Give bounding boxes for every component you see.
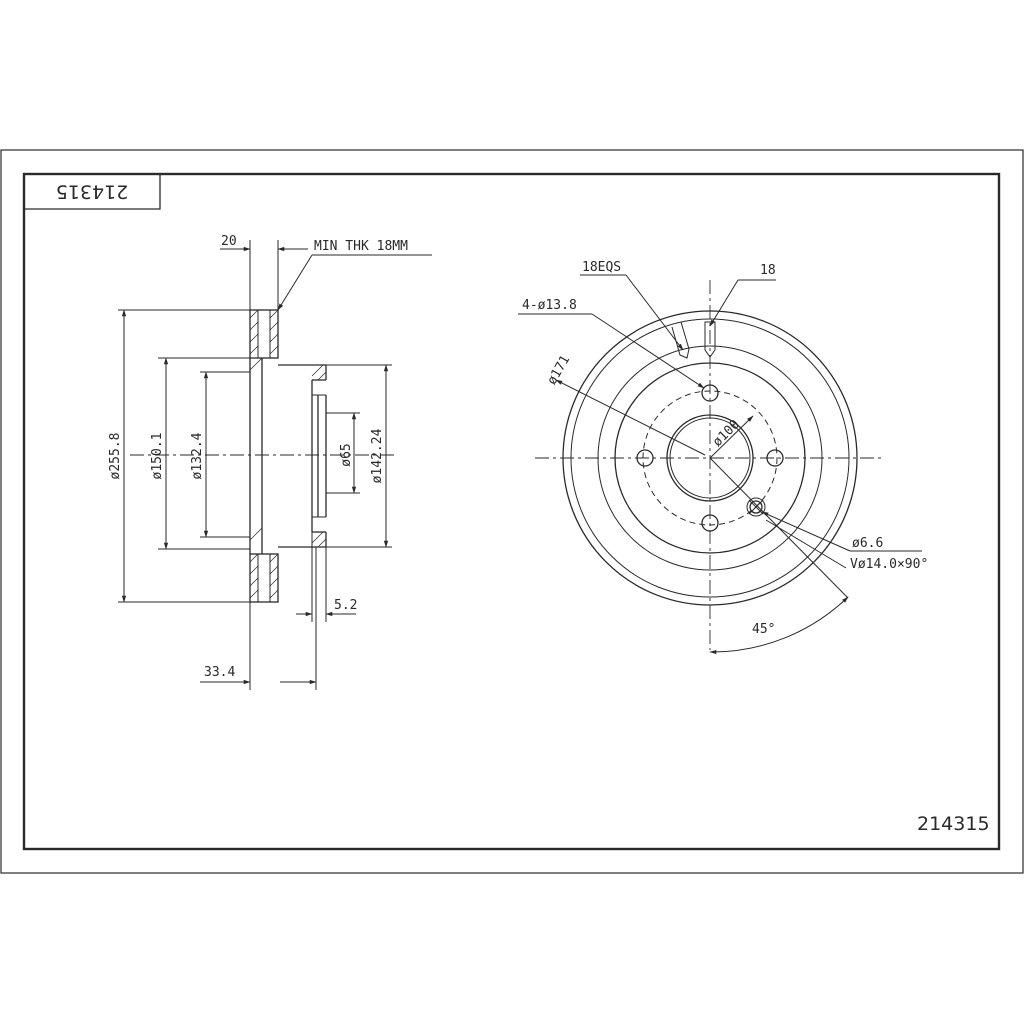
note-bolt-holes: 4-ø13.8 [518, 298, 705, 389]
dim-33-4-label: 33.4 [204, 665, 235, 680]
label-countersink: Vø14.0×90° [850, 557, 928, 572]
min-thk-label: MIN THK 18MM [314, 239, 408, 254]
dim-65-label: ø65 [339, 443, 354, 466]
dim-20-label: 20 [221, 234, 237, 249]
min-thickness-note: MIN THK 18MM [277, 239, 432, 311]
rotor-inner-ring [597, 345, 823, 571]
inner-frame [22, 172, 1001, 851]
dim-142-label: ø142.24 [370, 428, 385, 483]
pitch-circle-dashed [642, 390, 778, 526]
dim-overall-height: 33.4 [200, 547, 317, 690]
label-18eqs: 18EQS [582, 260, 621, 275]
bolt-hole-top [701, 384, 719, 402]
dim-hat-diameter: ø142.24 [326, 364, 392, 548]
dim-255-label: ø255.8 [108, 433, 123, 480]
title-block-top: 214315 [24, 174, 161, 210]
label-18: 18 [760, 263, 776, 278]
bolt-hole-left [636, 449, 654, 467]
center-bore-circle [666, 414, 754, 502]
dim-center-bore: ø65 [326, 412, 360, 494]
dim-diameter-150: ø150.1 [150, 357, 250, 550]
dim-150-label: ø150.1 [150, 433, 165, 480]
dim-outer-diameter: ø255.8 [108, 309, 250, 603]
label-6-6: ø6.6 [852, 536, 883, 551]
note-18eqs: 18EQS [580, 260, 684, 351]
note-171: ø171 [545, 353, 706, 456]
part-number-bottom: 214315 [917, 813, 990, 835]
note-small-hole: ø6.6 Vø14.0×90° [761, 511, 928, 572]
dim-5-2-label: 5.2 [334, 598, 357, 613]
side-view: 20 MIN THK 18MM ø255.8 ø150.1 [108, 234, 432, 690]
vane-marker [671, 321, 716, 359]
dim-132-label: ø132.4 [190, 432, 205, 479]
bolt-hole-bottom [701, 514, 719, 532]
dim-thickness: 20 [220, 234, 308, 310]
label-100: ø100 [710, 417, 743, 450]
hat-circle [614, 362, 806, 554]
dim-offset: 5.2 [296, 532, 357, 622]
front-view: 18EQS 18 4-ø13.8 ø171 ø100 [518, 260, 928, 655]
label-45: 45° [752, 622, 775, 637]
label-4-holes: 4-ø13.8 [522, 298, 577, 313]
angle-dimension: 45° [709, 457, 849, 655]
bolt-hole-right [766, 449, 784, 467]
rotor-section [249, 309, 327, 603]
dim-diameter-132: ø132.4 [190, 371, 250, 538]
note-18: 18 [709, 263, 776, 327]
label-171: ø171 [545, 353, 574, 388]
locating-hole [746, 497, 766, 517]
note-100: ø100 [709, 415, 754, 459]
outer-frame [0, 149, 1024, 874]
bolt-holes [636, 384, 784, 532]
part-number-top: 214315 [56, 181, 129, 203]
